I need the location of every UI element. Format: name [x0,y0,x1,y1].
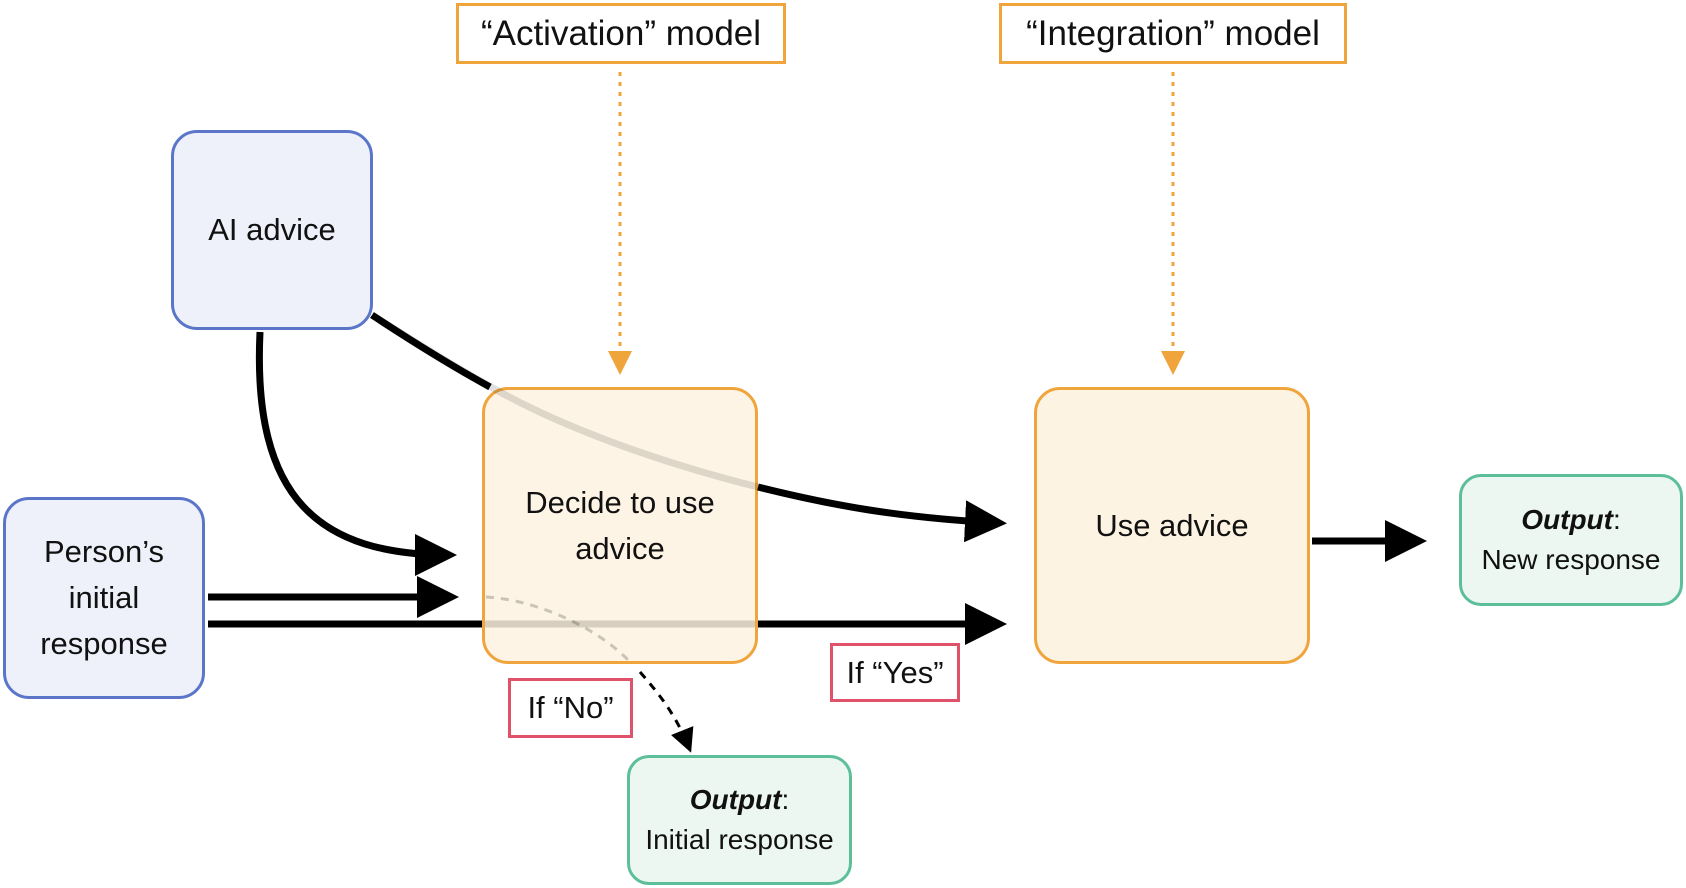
activation-model-label: “Activation” model [456,3,786,64]
ai-advice-label: AI advice [208,212,336,247]
output-initial-response-node: Output: Initial response [627,755,852,885]
initial-response-node: Person’s initial response [3,497,205,699]
ai-advice-node: AI advice [171,130,373,330]
output-initial-title-line: Output: [690,780,790,820]
output-new-response-node: Output: New response [1459,474,1683,606]
if-no-label: If “No” [508,678,633,738]
output-initial-colon: : [781,784,790,815]
output-new-title-line: Output: [1521,500,1621,540]
initial-response-label-line1: Person’s [43,534,165,569]
output-new-text: New response [1481,544,1661,575]
ai-to-decide-arrow [255,331,457,576]
output-initial-text: Initial response [645,824,834,855]
integration-model-label: “Integration” model [999,3,1347,64]
output-new-colon: : [1612,504,1621,535]
initial-response-label-line2: initial [68,580,140,615]
output-new-title: Output [1521,504,1613,535]
initial-response-label-line3: response [40,626,168,661]
decide-label-line2: advice [575,530,665,566]
use-advice-label: Use advice [1095,507,1249,543]
decide-label-line1: Decide to use [525,484,715,520]
decide-to-use-advice-node: Decide to use advice [482,387,758,664]
if-yes-label: If “Yes” [830,643,960,702]
use-advice-node: Use advice [1034,387,1310,664]
output-initial-title: Output [689,784,782,815]
